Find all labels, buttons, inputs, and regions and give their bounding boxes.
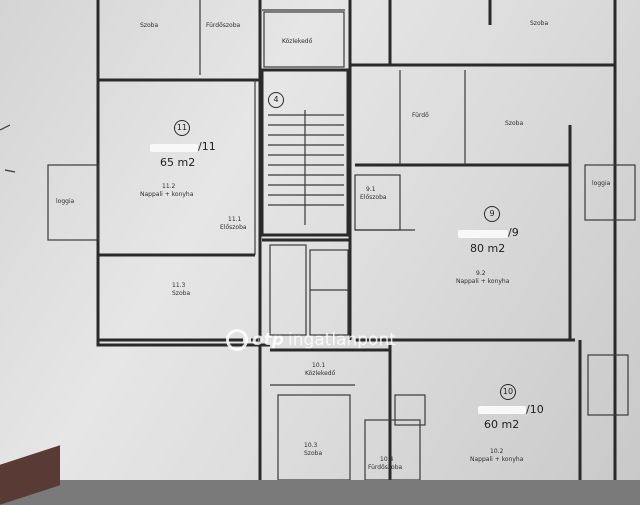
top-room-c-label: Közlekedő [282,38,313,45]
unit-11-area: 65 m2 [160,156,196,169]
mid-room-a-label: Fürdő [412,112,429,119]
room-11-1-number: 11.1 [228,216,242,223]
unit-9-number-badge: 9 [484,206,500,222]
redacted-label [150,144,198,152]
room-10-1-number: 10.1 [312,362,326,369]
watermark: otp ingatlanpont [226,326,426,354]
top-room-b-label: Fürdőszoba [206,22,241,29]
unit-9-suffix: /9 [508,226,519,239]
room-10-3-name: Szoba [304,450,323,457]
top-room-e-label: Szoba [505,120,524,127]
room-11-1-name: Előszoba [220,224,247,231]
unit-10-area: 60 m2 [484,418,520,431]
room-10-3-number: 10.3 [304,442,318,449]
unit-9-area: 80 m2 [470,242,506,255]
watermark-site: ingatlanpont [287,330,396,350]
top-room-a-label: Szoba [140,22,159,29]
watermark-brand: otp [252,330,284,350]
loggia-right-label: loggia [592,180,611,187]
stair-number-badge: 4 [268,92,284,108]
room-11-2-name: Nappali + konyha [140,191,194,198]
room-10-2-number: 10.2 [490,448,504,455]
room-10-4-number: 10.4 [380,456,394,463]
room-9-2-number: 9.2 [476,270,486,277]
otp-logo-icon [226,329,251,351]
unit-10-suffix: /10 [526,403,544,416]
redacted-label [478,406,526,414]
redacted-label [458,230,508,238]
unit-10-number-badge: 10 [500,384,516,400]
room-11-2-number: 11.2 [162,183,176,190]
top-room-d-label: Szoba [530,20,549,27]
room-9-1-name: Előszoba [360,194,387,201]
unit-11-suffix: /11 [198,140,216,153]
room-11-3-name: Szoba [172,290,191,297]
room-10-2-name: Nappali + konyha [470,456,524,463]
unit-11-number-badge: 11 [174,120,190,136]
room-10-1-name: Közlekedő [305,370,336,377]
room-11-3-number: 11.3 [172,282,186,289]
room-10-4-name: Fürdőszoba [368,464,403,471]
room-9-2-name: Nappali + konyha [456,278,510,285]
loggia-left-label: loggia [56,198,75,205]
room-9-1-number: 9.1 [366,186,376,193]
floor-plan-walls [0,0,636,480]
